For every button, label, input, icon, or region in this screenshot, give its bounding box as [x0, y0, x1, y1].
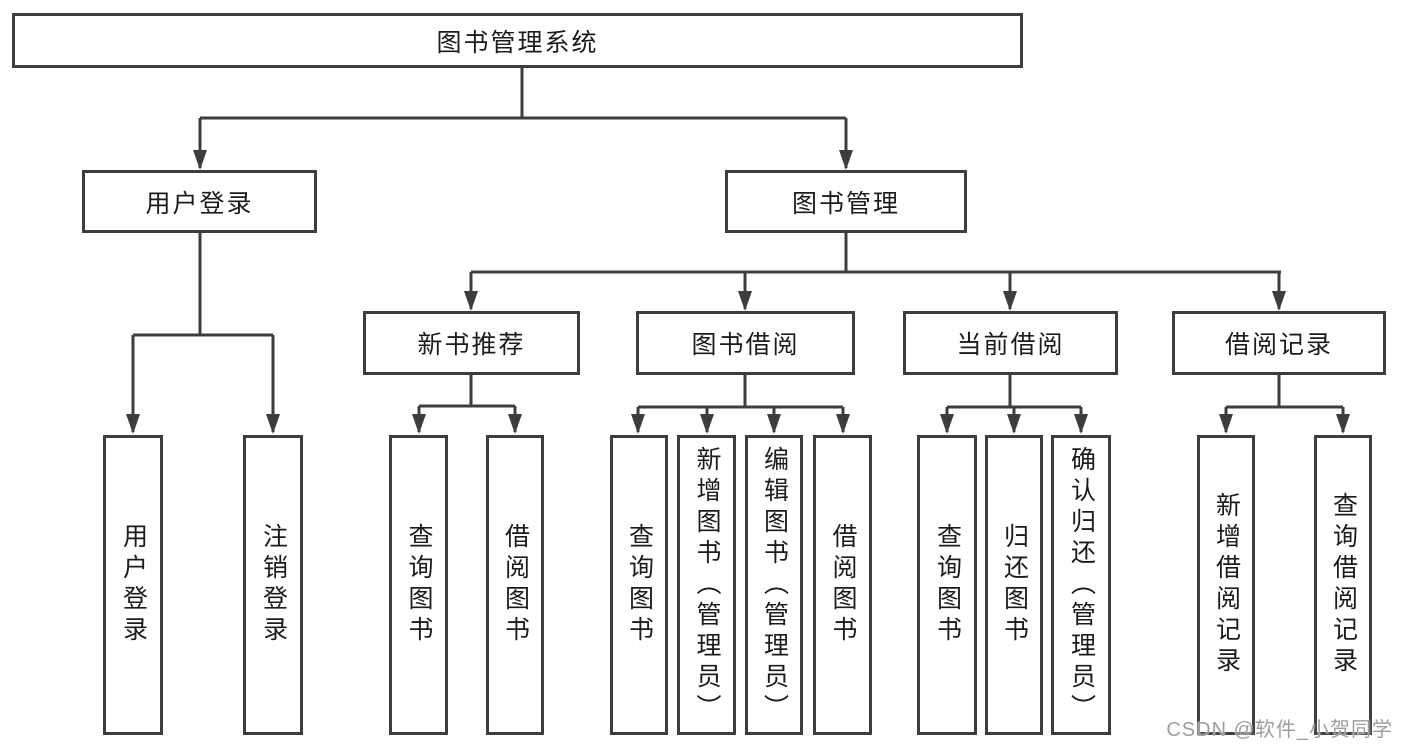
- node-label: 查询图书: [625, 523, 654, 647]
- node-borrow-books-borrow: 借阅图书: [813, 435, 872, 735]
- node-label: 编辑图书（管理员）: [760, 445, 789, 725]
- node-label: 图书借阅: [691, 331, 800, 359]
- node-label: 借阅图书: [501, 523, 530, 647]
- node-label: 当前借阅: [956, 331, 1065, 359]
- node-label: 确认归还（管理员）: [1067, 445, 1096, 725]
- node-root: 图书管理系统: [12, 13, 1023, 68]
- node-label: 新增图书（管理员）: [693, 445, 721, 725]
- node-label: 注销登录: [259, 523, 288, 647]
- node-edit-book-admin: 编辑图书（管理员）: [745, 435, 803, 735]
- node-user-login: 用户登录: [82, 170, 317, 233]
- node-label: 图书管理系统: [436, 28, 599, 57]
- node-label: 借阅记录: [1224, 331, 1333, 359]
- node-current-borrow: 当前借阅: [903, 311, 1118, 375]
- node-borrow-records: 借阅记录: [1172, 311, 1386, 375]
- node-label: 新书推荐: [417, 331, 526, 359]
- node-query-books-current: 查询图书: [917, 435, 977, 735]
- node-label: 用户登录: [119, 523, 148, 647]
- node-label: 借阅图书: [829, 523, 857, 647]
- node-leaf-user-login: 用户登录: [103, 435, 163, 735]
- node-query-books-borrow: 查询图书: [610, 435, 668, 735]
- node-label: 图书管理: [791, 189, 900, 218]
- node-label: 归还图书: [1000, 523, 1029, 647]
- node-return-book: 归还图书: [985, 435, 1043, 735]
- node-label: 用户登录: [145, 189, 254, 218]
- node-book-borrow: 图书借阅: [636, 311, 855, 375]
- node-book-management: 图书管理: [725, 170, 967, 233]
- node-new-book-recommend: 新书推荐: [363, 311, 580, 375]
- node-borrow-books-newbooks: 借阅图书: [486, 435, 544, 735]
- node-label: 新增借阅记录: [1212, 492, 1241, 678]
- node-label: 查询借阅记录: [1329, 492, 1358, 678]
- node-query-books-newbooks: 查询图书: [389, 435, 448, 735]
- csdn-watermark: CSDN @软件_小贺同学: [1166, 719, 1393, 741]
- node-leaf-logout: 注销登录: [243, 435, 303, 735]
- node-query-borrow-record: 查询借阅记录: [1314, 435, 1372, 735]
- node-confirm-return-admin: 确认归还（管理员）: [1051, 435, 1111, 735]
- node-label: 查询图书: [933, 523, 962, 647]
- node-label: 查询图书: [405, 523, 433, 647]
- node-add-book-admin: 新增图书（管理员）: [677, 435, 736, 735]
- node-add-borrow-record: 新增借阅记录: [1197, 435, 1255, 735]
